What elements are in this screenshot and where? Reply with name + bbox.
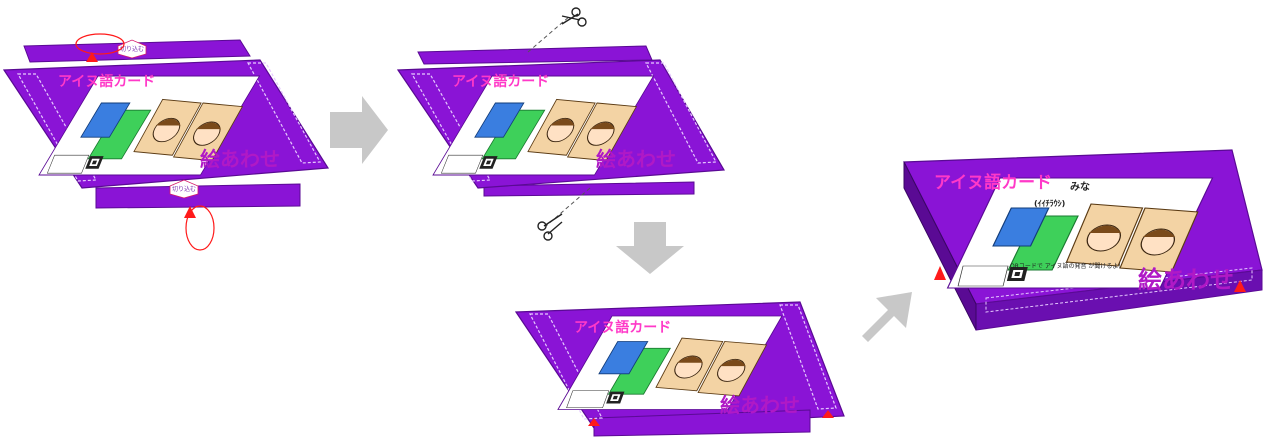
step-3-box-net: アイヌ語カード 絵あわせ <box>516 302 844 436</box>
box-title: アイヌ語カード <box>452 73 549 90</box>
flap-label-bottom: 切り込む <box>172 185 196 193</box>
step-4-assembled-box: アイヌ語カード みな (ｲｲﾁﾗｳｼ) 絵あわせ QRコードで アイヌ語の発音 … <box>904 150 1262 330</box>
step-1-box-net: アイヌ語カード 絵あわせ 切り込む 切り込む <box>4 34 328 250</box>
box-title: アイヌ語カード <box>58 73 155 90</box>
box-title: アイヌ語カード <box>574 319 671 336</box>
qr-caption: QRコードで アイヌ語の発音 が聞けるよ! <box>1010 262 1121 270</box>
box-game-name: 絵あわせ <box>596 147 676 171</box>
box-title: アイヌ語カード <box>934 172 1052 193</box>
rotate-arrow-icon <box>184 206 214 250</box>
step-2-box-net: アイヌ語カード 絵あわせ <box>398 16 724 226</box>
card-word-2: みな <box>1070 181 1090 193</box>
box-game-name: 絵あわせ <box>1138 266 1234 294</box>
card-word-1: (ｲｲﾁﾗｳｼ) <box>1034 199 1065 208</box>
arrow-up-right-icon <box>862 292 912 342</box>
scissors-icon <box>562 8 586 26</box>
scissors-icon <box>538 214 562 240</box>
box-game-name: 絵あわせ <box>200 147 280 171</box>
arrow-down-icon <box>616 222 684 274</box>
box-game-name: 絵あわせ <box>720 393 800 417</box>
arrow-right-icon <box>330 96 388 164</box>
